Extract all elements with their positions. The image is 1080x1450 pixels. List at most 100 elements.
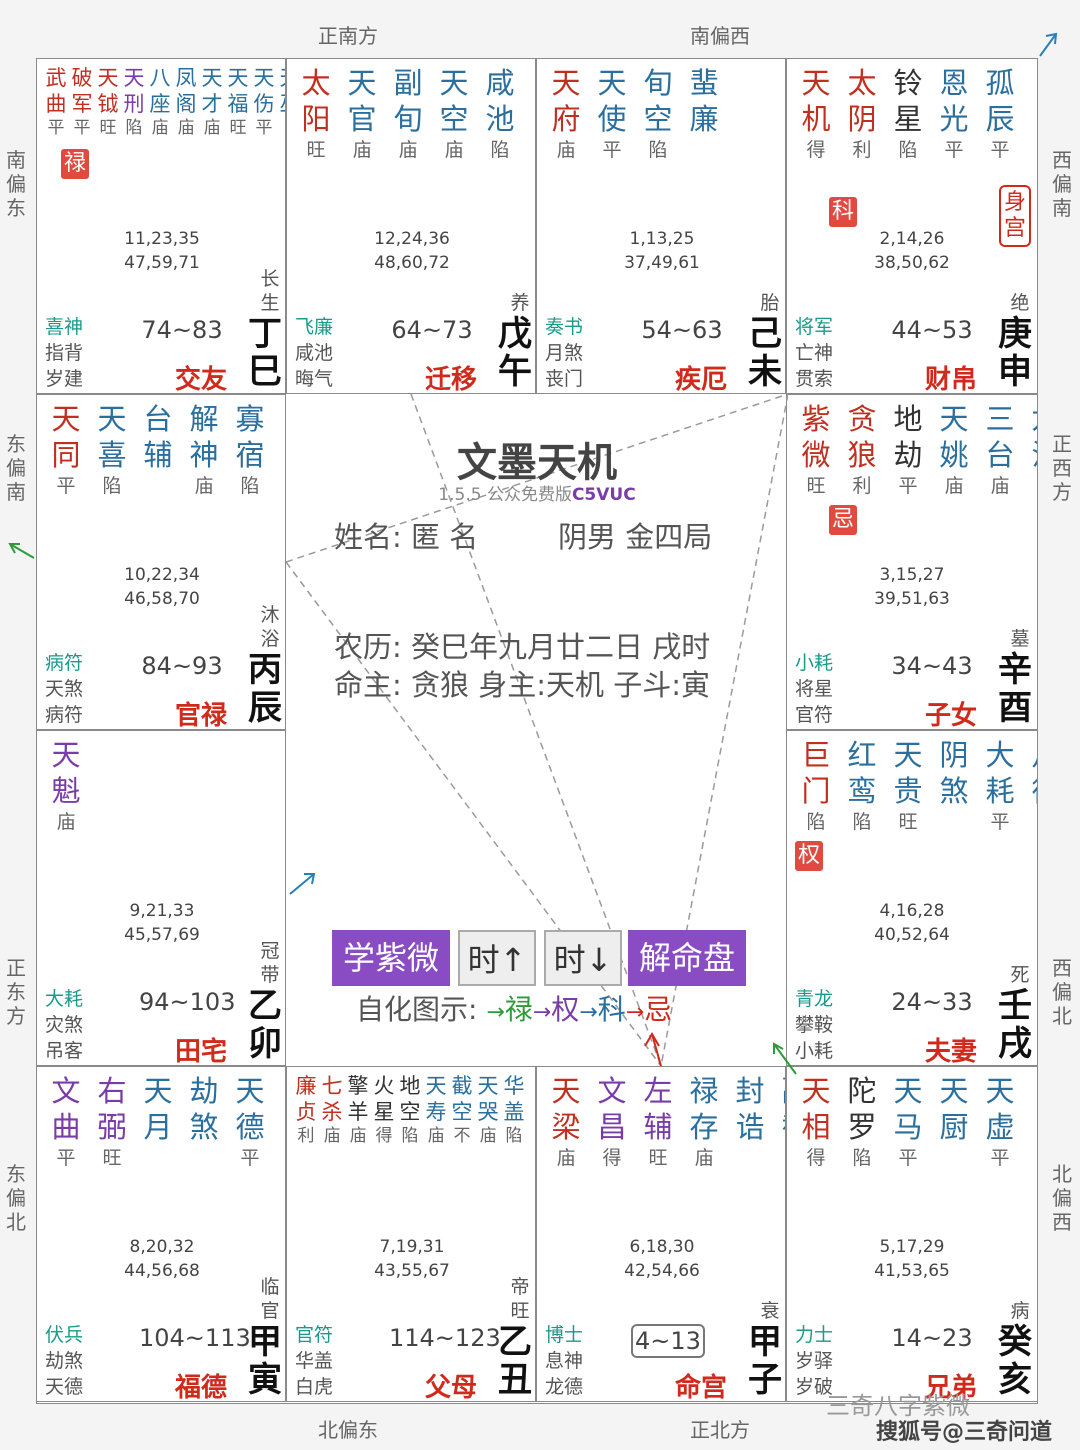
star-name: 右弼 [97, 1074, 127, 1144]
star: 天梁庙 [543, 1073, 589, 1171]
decade-range: 64~73 [391, 316, 473, 344]
star: 龙池庙 [1023, 401, 1037, 499]
age-row: 47,59,71 [124, 253, 200, 273]
star-brightness: 庙 [323, 1126, 341, 1146]
minor-stars: 伏兵劫煞天德 [45, 1322, 83, 1400]
minor-star: 官符 [795, 704, 834, 726]
star-name: 天喜 [97, 402, 127, 472]
star: 天空庙 [431, 65, 477, 163]
minor-stars: 博士息神龙德 [545, 1322, 583, 1400]
legend-arrow: → [486, 1000, 505, 1025]
star-name: 天相 [801, 1074, 831, 1144]
star: 铃星陷 [885, 65, 931, 163]
star-name: 截空 [451, 1074, 473, 1124]
star-name: 太阳 [301, 66, 331, 136]
dir-right-4: 北偏西 [1052, 1162, 1072, 1234]
star-name: 天厨 [939, 1074, 969, 1144]
minor-star: 将军 [795, 316, 834, 338]
age-row: 48,60,72 [374, 253, 450, 273]
star-brightness: 平 [240, 1147, 260, 1169]
star-brightness: 平 [56, 475, 76, 497]
app-version: 1.5.5 公众免费版 [438, 485, 572, 505]
dir-left-1: 南偏东 [6, 148, 26, 220]
app-version-code: C5VUC [571, 485, 636, 505]
star-name: 紫微 [801, 402, 831, 472]
star: 地劫平 [885, 401, 931, 499]
minor-star: 小耗 [795, 1040, 834, 1062]
palace-cell-zi[interactable]: 天梁庙文昌得左辅旺禄存庙封诰副截陷龙德6,18,3042,54,66博士息神龙德… [536, 1066, 786, 1402]
heavenly-stem: 己 [748, 314, 782, 354]
star: 天哭庙 [475, 1073, 501, 1147]
palace-cell-xu[interactable]: 巨门陷红鸾陷天贵旺阴煞大耗平月德权4,16,2840,52,64青龙攀鞍小耗24… [786, 730, 1038, 1066]
star-brightness: 庙 [194, 475, 214, 497]
star-name: 地劫 [893, 402, 923, 472]
star: 天刑陷 [121, 65, 147, 139]
star-brightness: 平 [255, 118, 273, 138]
age-row: 5,17,29 [879, 1237, 945, 1257]
star-brightness: 平 [990, 1147, 1010, 1169]
ming-lord: 命主: 贪狼 身主:天机 子斗:寅 [334, 668, 710, 702]
star-brightness: 旺 [102, 1147, 122, 1169]
star-name: 龙池 [1023, 401, 1037, 473]
hour-up-button[interactable]: 时↑ [458, 930, 536, 986]
star-name: 左辅 [643, 1074, 673, 1144]
sihua-badge: 权 [795, 841, 823, 871]
star-name: 铃星 [893, 66, 923, 136]
age-row: 12,24,36 [374, 229, 450, 249]
star: 咸池陷 [477, 65, 523, 163]
growth-stage: 帝旺 [510, 1276, 530, 1322]
earthly-branch: 子 [748, 1360, 782, 1400]
star: 天马平 [885, 1073, 931, 1171]
star: 廉贞利 [293, 1073, 319, 1147]
growth-stage: 病 [1010, 1300, 1030, 1322]
star-name: 红鸾 [847, 738, 877, 808]
age-row: 6,18,30 [629, 1237, 695, 1257]
learn-ziwei-button[interactable]: 学紫微 [332, 930, 450, 986]
star-name: 大耗 [985, 738, 1015, 808]
star: 天使平 [589, 65, 635, 163]
star: 武曲平 [43, 65, 69, 139]
minor-star: 亡神 [795, 342, 834, 364]
star-list: 武曲平破军平天钺旺天刑陷八座庙凤阁庙天才庙天福旺天伤平天巫年解旺 [43, 65, 286, 139]
minor-stars: 将军亡神贯索 [795, 314, 833, 392]
minor-star: 龙德 [545, 1376, 584, 1398]
star: 天府庙 [543, 65, 589, 163]
star-name: 天德 [235, 1074, 265, 1144]
palace-cell-you[interactable]: 紫微旺贪狼利地劫平天姚庙三台庙龙池庙破碎平忌3,15,2739,51,63小耗将… [786, 394, 1038, 730]
growth-stage: 绝 [1010, 292, 1030, 314]
minor-stars: 小耗将星官符 [795, 650, 833, 728]
minor-star: 丧门 [545, 368, 584, 390]
decade-range: 104~113 [139, 1324, 251, 1352]
star: 巨门陷 [793, 737, 839, 835]
hour-down-button[interactable]: 时↓ [544, 930, 622, 986]
star-name: 天巫 [277, 65, 286, 117]
growth-stage: 临官 [260, 1276, 280, 1322]
minor-star: 力士 [795, 1324, 834, 1346]
earthly-branch: 酉 [998, 688, 1032, 728]
star: 禄存庙 [681, 1073, 727, 1171]
minor-stars: 病符天煞病符 [45, 650, 83, 728]
star: 截空不 [449, 1073, 475, 1147]
minor-star: 吊客 [45, 1040, 84, 1062]
minor-star: 伏兵 [45, 1324, 84, 1346]
earthly-branch: 寅 [248, 1360, 282, 1400]
star: 大耗平 [977, 737, 1023, 835]
star-name: 天福 [227, 66, 249, 116]
star-name: 孤辰 [985, 66, 1015, 136]
palace-cell-si[interactable]: 武曲平破军平天钺旺天刑陷八座庙凤阁庙天才庙天福旺天伤平天巫年解旺禄11,23,3… [36, 58, 286, 394]
star-list: 天机得太阴利铃星陷恩光平孤辰平 [793, 65, 1023, 163]
star: 天机得 [793, 65, 839, 163]
watermark: 三奇八字紫微 搜狐号@三奇问道 [826, 1386, 1052, 1445]
interpret-chart-button[interactable]: 解命盘 [628, 930, 746, 986]
